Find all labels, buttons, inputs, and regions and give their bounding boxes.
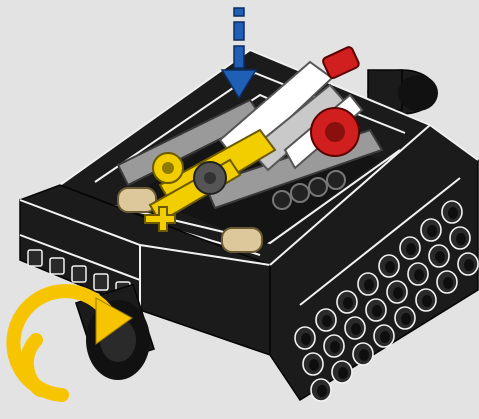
technic-hole-center: [343, 297, 353, 309]
technic-hole-center: [464, 259, 474, 271]
technic-hole-center: [406, 243, 416, 255]
technic-hole-center: [443, 277, 453, 289]
technic-hole-center: [414, 269, 424, 281]
technic-hole-center: [435, 251, 445, 263]
technic-hole-center: [301, 333, 311, 345]
technic-hole-center: [401, 313, 411, 325]
technic-hole-center: [372, 305, 382, 317]
technic-hole-center: [359, 349, 369, 361]
technic-hole-center: [309, 359, 319, 371]
technic-hole-center: [322, 315, 332, 327]
technic-hole-center: [448, 207, 458, 219]
technic-hole-center: [422, 295, 432, 307]
technic-hole-center: [385, 261, 395, 273]
technic-hole-center: [317, 385, 327, 397]
technic-hole-center: [393, 287, 403, 299]
technic-hole-center: [330, 341, 340, 353]
technic-hole-center: [364, 279, 374, 291]
technic-hole-center: [351, 323, 361, 335]
technic-hole-center: [338, 367, 348, 379]
technic-hole-center: [427, 225, 437, 237]
technic-hole-center: [380, 331, 390, 343]
gray-gear: [194, 162, 226, 194]
technic-hole-center: [456, 233, 466, 245]
